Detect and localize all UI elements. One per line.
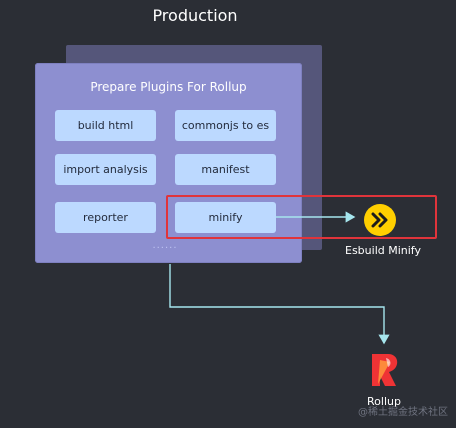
panel-title: Prepare Plugins For Rollup (90, 80, 247, 94)
plugin-minify: minify (175, 202, 276, 233)
plugin-manifest: manifest (175, 154, 276, 185)
plugin-build-html: build html (55, 110, 156, 141)
diagram-title: Production (152, 6, 238, 25)
panel-to-rollup-arrow (169, 264, 390, 345)
rollup-label: Rollup (367, 395, 401, 408)
more-plugins-ellipsis: ...... (152, 240, 178, 251)
plugin-reporter: reporter (55, 202, 156, 233)
plugin-import-analysis: import analysis (55, 154, 156, 185)
rollup-logo-icon (372, 354, 398, 386)
plugin-commonjs-to-es: commonjs to es (175, 110, 276, 141)
watermark-text: @稀土掘金技术社区 (358, 407, 448, 418)
minify-highlight-box (166, 195, 437, 239)
double-chevron-right-icon (364, 204, 396, 236)
esbuild-minify-label: Esbuild Minify (345, 244, 421, 257)
